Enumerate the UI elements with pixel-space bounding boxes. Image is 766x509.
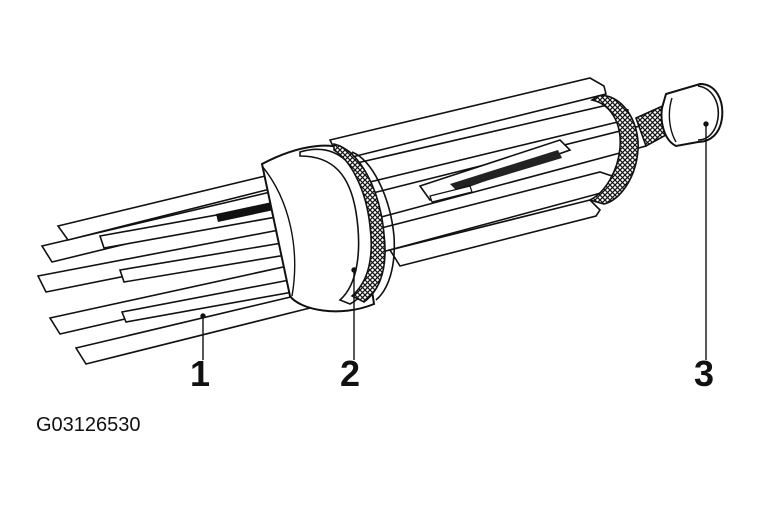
leader-dot-1 [200, 313, 206, 319]
part-callout-1: 1 [190, 353, 211, 394]
adjusting-nut [660, 82, 724, 148]
leader-dot-2 [351, 267, 357, 273]
part-callout-3: 3 [694, 353, 715, 394]
leader-lines [200, 121, 709, 360]
sleeve-slot [418, 139, 572, 203]
rear-ring [587, 94, 639, 205]
front-collar [260, 142, 396, 313]
figure-code: G03126530 [36, 414, 141, 436]
part-callout-2: 2 [340, 353, 361, 394]
leader-dot-3 [703, 121, 709, 127]
